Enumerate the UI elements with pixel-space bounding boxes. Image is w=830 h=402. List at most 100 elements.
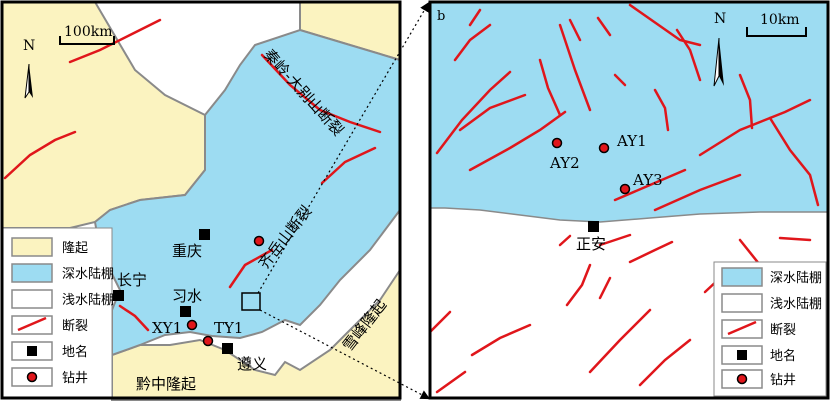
- legend-panel-b: 深水陆棚 浅水陆棚 断裂 地名 钻井: [713, 261, 827, 397]
- fault-line: [598, 276, 612, 300]
- scale-bar-a: [59, 36, 115, 45]
- panel-letter-b: b: [437, 9, 445, 24]
- fault-line: [613, 168, 687, 202]
- well-marker-ay3: [619, 183, 631, 195]
- uplift-area-south: [111, 266, 401, 401]
- north-label-a: N: [23, 38, 35, 54]
- fault-line: [653, 88, 670, 132]
- fault-line: [598, 233, 632, 247]
- fault-line: [558, 234, 572, 247]
- faults-panel-a: [3, 18, 382, 332]
- place-marker-changning: [113, 290, 124, 301]
- legend-place-icon: [737, 350, 747, 360]
- legend-swatch-deep-shelf: [11, 263, 53, 283]
- legend-swatch-shallow-shelf: [11, 289, 53, 309]
- fault-line: [565, 263, 592, 307]
- fault-line: [260, 53, 382, 134]
- label-qianzhong-uplift: 黔中隆起: [136, 375, 196, 393]
- legend-label-well-b: 钻井: [770, 373, 796, 388]
- legend-label-fault: 断裂: [62, 319, 88, 334]
- label-well-ay2: AY2: [549, 154, 580, 172]
- label-chongqing: 重庆: [172, 242, 202, 260]
- fault-line: [118, 304, 150, 332]
- fault-line: [538, 58, 562, 117]
- north-label-b: N: [714, 11, 726, 27]
- label-well-ay3: AY3: [632, 171, 663, 189]
- fault-line: [470, 323, 532, 357]
- label-well-ay1: AY1: [616, 132, 647, 150]
- label-changning: 长宁: [117, 271, 147, 289]
- fault-line: [588, 308, 652, 374]
- scale-bar-b: [746, 27, 807, 37]
- fault-line: [428, 310, 452, 334]
- well-marker-ty1: [202, 335, 214, 347]
- legend-panel-a: 隆起 深水陆棚 浅水陆棚 断裂 地名 钻井: [1, 227, 114, 399]
- label-xishui: 习水: [172, 287, 202, 305]
- well-marker-ay1: [598, 142, 610, 154]
- fault-line: [738, 73, 754, 130]
- place-marker-zhengan: [588, 221, 599, 232]
- deep-shelf-area-b: [430, 2, 828, 222]
- legend-label-well: 钻井: [62, 371, 88, 386]
- panel-a-frame: [0, 0, 402, 400]
- panel-b: AY2 AY1 AY3 正安 b N 10km 深水陆棚 浅水陆棚 断裂: [428, 0, 830, 400]
- panel-b-frame: [428, 0, 830, 400]
- legend-well-icon: [26, 371, 38, 383]
- fault-line: [768, 116, 820, 207]
- fault-line: [568, 18, 582, 42]
- fault-line: [628, 3, 702, 47]
- legend-label-shallow-shelf: 浅水陆棚: [62, 292, 114, 308]
- legend-label-place: 地名: [62, 344, 88, 360]
- fault-line: [558, 23, 592, 112]
- legend-fault-icon: [727, 320, 757, 336]
- legend-swatch-deep-shelf-b: [721, 267, 763, 287]
- legend-swatch-shallow-shelf-b: [721, 293, 763, 313]
- zoom-connectors: [257, 1, 431, 400]
- scale-label-a: 100km: [64, 24, 112, 40]
- legend-swatch-uplift: [11, 237, 53, 257]
- legend-label-uplift: 隆起: [62, 241, 88, 256]
- fault-line: [613, 73, 627, 87]
- north-arrow-icon: [24, 63, 33, 99]
- fault-line: [453, 23, 492, 62]
- label-zunyi: 遵义: [237, 355, 267, 373]
- scale-label-b: 10km: [760, 12, 800, 28]
- fault-line: [628, 240, 674, 264]
- fault-line: [468, 110, 567, 172]
- fault-line: [596, 16, 612, 37]
- faults-panel-b: [428, 3, 820, 394]
- fault-line: [458, 93, 527, 132]
- fault-line: [435, 370, 467, 394]
- panel-a: 秦岭-大别山断裂 齐岳山断裂 重庆 长宁 习水 XY1 TY1 遵义 黔中隆起 …: [0, 0, 402, 401]
- fault-line: [468, 8, 482, 27]
- fault-line: [778, 236, 812, 242]
- legend-label-place-b: 地名: [770, 348, 796, 364]
- fault-line: [320, 146, 377, 185]
- well-marker: [253, 235, 265, 247]
- legend-label-deep-shelf: 深水陆棚: [62, 266, 114, 282]
- fault-line: [3, 130, 77, 180]
- shelf-boundary-b: [430, 207, 828, 223]
- fault-line: [638, 338, 692, 387]
- legend-label-shallow-shelf-b: 浅水陆棚: [770, 296, 822, 312]
- legend-label-fault-b: 断裂: [770, 323, 796, 338]
- label-well-xy1: XY1: [152, 319, 182, 337]
- north-arrow-icon: [713, 37, 724, 87]
- place-marker-chongqing: [199, 229, 210, 240]
- fault-line: [653, 173, 742, 212]
- well-marker-xy1: [186, 319, 198, 331]
- fault-line: [675, 28, 702, 82]
- wells-panel-a: [186, 235, 265, 347]
- fault-line: [698, 98, 812, 157]
- legend-fault-icon: [17, 316, 47, 332]
- fault-line: [435, 70, 512, 155]
- legend-label-deep-shelf-b: 深水陆棚: [770, 270, 822, 286]
- label-well-ty1: TY1: [214, 319, 243, 337]
- legend-well-icon: [736, 373, 748, 385]
- fault-line: [228, 248, 274, 289]
- legend-place-icon: [27, 346, 37, 356]
- place-marker-zunyi: [222, 343, 233, 354]
- study-area-box: [241, 292, 261, 311]
- place-marker-xishui: [180, 306, 191, 317]
